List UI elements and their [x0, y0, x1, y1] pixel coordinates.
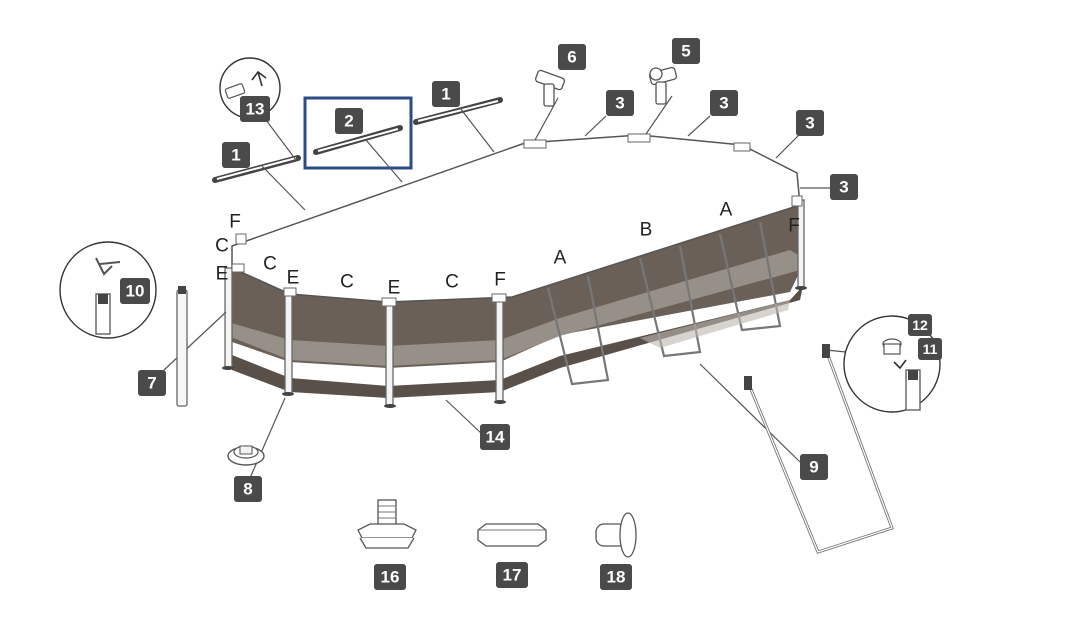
joint-letters: F C E C E C E C F A B A F: [215, 200, 800, 299]
part-badge: 1: [432, 81, 460, 107]
joint-letter: F: [494, 270, 506, 291]
connector: [235, 233, 247, 245]
rail-connectors: [231, 133, 803, 307]
connector: [523, 139, 547, 149]
part-badge: 3: [606, 90, 634, 116]
joint-letter: A: [720, 200, 733, 221]
callout-part-10: [59, 241, 157, 339]
leader-lines: [163, 95, 847, 479]
svg-text:1: 1: [231, 146, 240, 165]
leg: [797, 199, 805, 289]
ladder-part-9: [744, 344, 894, 554]
svg-text:8: 8: [243, 480, 252, 499]
svg-text:11: 11: [923, 341, 938, 357]
svg-text:17: 17: [503, 566, 522, 585]
leg: [495, 297, 504, 403]
joint-letter: F: [788, 216, 800, 237]
leg-foot: [494, 400, 506, 404]
connector: [491, 293, 507, 303]
u-leg: [546, 275, 610, 386]
part-badge: 18: [600, 564, 632, 590]
leg: [385, 301, 394, 407]
svg-text:3: 3: [839, 178, 848, 197]
connector: [231, 263, 245, 273]
svg-text:3: 3: [719, 94, 728, 113]
part-badge: 16: [374, 564, 406, 590]
part-badge: 8: [234, 476, 262, 502]
part-badges: 1 1 2 3 3 3 3 5 6 7 8 9 10 11 12 13 14 1…: [120, 38, 942, 590]
svg-text:7: 7: [147, 374, 156, 393]
svg-text:3: 3: [805, 114, 814, 133]
svg-text:12: 12: [912, 317, 928, 333]
joint-letter: B: [640, 220, 653, 241]
joint-letter: C: [445, 272, 459, 293]
part-badge: 14: [480, 424, 510, 450]
svg-text:6: 6: [567, 48, 576, 67]
part-badge: 7: [138, 370, 166, 396]
callout-part-11-12: [843, 315, 941, 413]
part-badge: 3: [796, 110, 824, 136]
part-badge: 2: [335, 108, 363, 134]
svg-text:9: 9: [809, 458, 818, 477]
svg-text:13: 13: [246, 100, 265, 119]
part-badge: 17: [496, 562, 528, 588]
svg-text:14: 14: [486, 428, 505, 447]
joint-letter: A: [554, 248, 567, 269]
part-badge: 3: [830, 174, 858, 200]
nut-part-17: [477, 523, 547, 547]
leg-foot: [222, 366, 234, 370]
joint-letter: E: [287, 268, 300, 289]
loose-rails: [212, 97, 503, 183]
connector: [627, 133, 651, 143]
rail-part-2: [313, 125, 403, 155]
connector: [283, 287, 297, 297]
joint-letter: E: [216, 264, 229, 285]
part-badge: 13: [240, 96, 270, 122]
t-connector-part-5: [648, 66, 678, 105]
part-badge: 12: [908, 314, 932, 336]
svg-text:5: 5: [681, 42, 690, 61]
svg-text:2: 2: [344, 112, 353, 131]
pool-bottom-shadow: [640, 300, 790, 348]
connector: [733, 142, 751, 152]
leg-foot: [795, 286, 807, 290]
joint-letter: C: [263, 254, 277, 275]
part-badge: 1: [222, 142, 250, 168]
leg-foot: [384, 404, 396, 408]
leg-foot: [282, 392, 294, 396]
plug-part-18: [595, 512, 637, 558]
svg-text:10: 10: [126, 282, 145, 301]
leg: [284, 291, 293, 395]
connector: [381, 297, 397, 307]
connector: [791, 195, 803, 207]
part-badge: 10: [120, 278, 150, 304]
joint-letter: E: [388, 278, 401, 299]
highlight-box-part-2: [303, 96, 413, 170]
svg-text:16: 16: [381, 568, 400, 587]
svg-text:1: 1: [441, 85, 450, 104]
part-badge: 11: [918, 338, 942, 360]
part-badge: 6: [558, 44, 586, 70]
svg-text:3: 3: [615, 94, 624, 113]
rail-part-1-left: [212, 155, 301, 183]
pool-frame: [228, 134, 803, 398]
part-badge: 3: [710, 90, 738, 116]
u-legs: [546, 221, 790, 386]
foot-cap-part-8: [227, 445, 265, 466]
svg-text:18: 18: [607, 568, 626, 587]
joint-letter: C: [215, 236, 229, 257]
part-badge: 9: [800, 454, 828, 480]
leg-part-7: [176, 286, 188, 407]
hose-adapter-part-16: [357, 499, 417, 549]
rail-part-1-right: [413, 97, 503, 125]
u-leg: [718, 221, 782, 332]
u-leg: [638, 245, 702, 358]
joint-letter: F: [229, 212, 241, 233]
joint-letter: C: [340, 272, 354, 293]
t-connector-part-6: [534, 69, 566, 107]
part-badge: 5: [672, 38, 700, 64]
